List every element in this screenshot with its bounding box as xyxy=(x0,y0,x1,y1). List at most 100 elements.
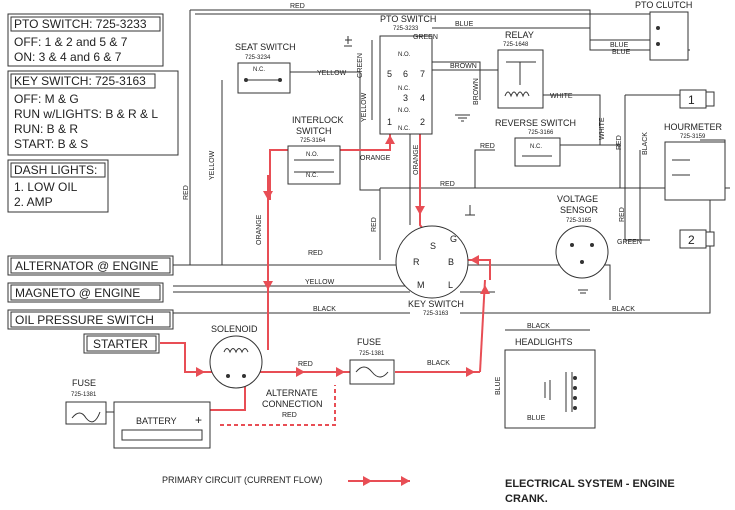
key-info-title: KEY SWITCH: 725-3163 xyxy=(14,74,146,88)
wire-label-green: GREEN xyxy=(413,34,438,41)
dash-info-line: 2. AMP xyxy=(14,195,53,209)
dash-info-title: DASH LIGHTS: xyxy=(14,163,97,177)
key-switch-title: KEY SWITCH xyxy=(408,299,464,309)
wire-label-red: RED xyxy=(308,250,323,257)
voltage-title: VOLTAGE xyxy=(557,194,598,204)
dash-light-1: 1 xyxy=(679,89,715,109)
seat-switch: SEAT SWITCH 725-3234 N.C. xyxy=(235,42,296,94)
key-terminal: B xyxy=(448,257,454,267)
wire-label-blue: BLUE xyxy=(612,49,631,56)
dash-info-line: 1. LOW OIL xyxy=(14,180,78,194)
main-fuse: FUSE 725-1381 xyxy=(349,337,395,385)
starter-label: STARTER xyxy=(93,337,148,351)
key-info-line: OFF: M & G xyxy=(14,92,79,106)
wire-label-blue: BLUE xyxy=(610,42,629,49)
wire-label-green: GREEN xyxy=(617,239,642,246)
pto-terminal: 4 xyxy=(420,93,425,103)
relay-part: 725-1648 xyxy=(503,42,529,48)
pto-terminal: 2 xyxy=(420,117,425,127)
magneto-label: MAGNETO @ ENGINE xyxy=(15,286,140,300)
wire-label-white: WHITE xyxy=(550,93,573,100)
wire-label-red: RED xyxy=(298,361,313,368)
fuse-part: 725-1381 xyxy=(359,351,385,357)
pto-nc: N.C. xyxy=(398,126,410,132)
diagram-title: CRANK. xyxy=(505,493,548,505)
wire-label-red: RED xyxy=(290,3,305,10)
seat-switch-contact: N.C. xyxy=(253,67,265,73)
battery-plus: + xyxy=(195,413,202,427)
pto-terminal: 5 xyxy=(387,69,392,79)
pto-info-line: OFF: 1 & 2 and 5 & 7 xyxy=(14,35,128,49)
wire-label-yellow: YELLOW xyxy=(209,150,216,180)
wire-label-red: RED xyxy=(619,207,626,222)
wire-label-black: BLACK xyxy=(527,323,550,330)
interlock-title: INTERLOCK xyxy=(292,115,344,125)
wire-label-red: RED xyxy=(440,181,455,188)
wire-label-blue: BLUE xyxy=(527,415,546,422)
voltage-title: SENSOR xyxy=(560,205,599,215)
wire-label-black: BLACK xyxy=(612,306,635,313)
wire-label-orange: ORANGE xyxy=(360,155,391,162)
wire-label-brown: BROWN xyxy=(450,63,477,70)
solenoid: SOLENOID xyxy=(209,324,263,389)
wire-label-black: BLACK xyxy=(313,306,336,313)
oil-pressure-label: OIL PRESSURE SWITCH xyxy=(15,313,154,327)
wire-label-black: BLACK xyxy=(427,360,450,367)
wire-label-white: WHITE xyxy=(599,117,606,140)
battery-title: BATTERY xyxy=(136,416,177,426)
reverse-contact: N.C. xyxy=(530,144,542,150)
key-switch: S G R B M L KEY SWITCH 725-3163 xyxy=(395,225,469,317)
pto-no: N.O. xyxy=(398,108,411,114)
key-info-line: RUN w/LIGHTS: B & R & L xyxy=(14,107,158,121)
pto-no: N.O. xyxy=(398,52,411,58)
pto-clutch-title: PTO CLUTCH xyxy=(635,0,692,10)
relay: RELAY 725-1648 xyxy=(497,30,544,109)
wire-label-orange: ORANGE xyxy=(256,214,263,245)
headlights-title: HEADLIGHTS xyxy=(515,337,573,347)
voltage-sensor: VOLTAGE SENSOR 725-3165 xyxy=(555,194,609,279)
dash-info-box: DASH LIGHTS: 1. LOW OIL 2. AMP xyxy=(7,159,109,213)
interlock-title: SWITCH xyxy=(296,126,332,136)
wire-label-red: RED xyxy=(371,217,378,232)
wire-label-blue: BLUE xyxy=(495,376,502,395)
legend-text: PRIMARY CIRCUIT (CURRENT FLOW) xyxy=(162,475,322,485)
alternator-label: ALTERNATOR @ ENGINE xyxy=(15,259,159,273)
headlights: HEADLIGHTS xyxy=(504,337,596,429)
pto-info-line: ON: 3 & 4 and 6 & 7 xyxy=(14,50,122,64)
pto-terminal: 7 xyxy=(420,69,425,79)
seat-switch-part: 725-3234 xyxy=(245,55,271,61)
interlock-no: N.O. xyxy=(306,152,319,158)
wire-label-red: RED xyxy=(183,185,190,200)
dash-light-number: 2 xyxy=(688,233,695,247)
pto-switch-title: PTO SWITCH xyxy=(380,14,436,24)
wire-label-blue: BLUE xyxy=(455,21,474,28)
seat-switch-title: SEAT SWITCH xyxy=(235,42,296,52)
alternate-connection: ALTERNATE CONNECTION RED xyxy=(262,388,323,419)
pto-terminal: 6 xyxy=(403,69,408,79)
alternate-wire: RED xyxy=(282,412,297,419)
key-terminal: R xyxy=(413,257,420,267)
wire-label-green: GREEN xyxy=(357,53,364,78)
relay-title: RELAY xyxy=(505,30,534,40)
pto-switch: PTO SWITCH 725-3233 N.O. N.C. N.O. N.C. … xyxy=(379,14,436,135)
interlock-nc: N.C. xyxy=(306,173,318,179)
diagram-title: ELECTRICAL SYSTEM - ENGINE xyxy=(505,478,675,490)
dash-light-number: 1 xyxy=(688,93,695,107)
pto-terminal: 3 xyxy=(403,93,408,103)
wire-label-red: RED xyxy=(480,143,495,150)
key-info-box: KEY SWITCH: 725-3163 OFF: M & G RUN w/LI… xyxy=(7,70,179,156)
battery: BATTERY + xyxy=(113,401,211,449)
interlock-switch: INTERLOCK SWITCH 725-3164 N.O. N.C. xyxy=(287,115,344,185)
reverse-title: REVERSE SWITCH xyxy=(495,118,576,128)
pto-info-box: PTO SWITCH: 725-3233 OFF: 1 & 2 and 5 & … xyxy=(7,13,164,67)
reverse-switch: REVERSE SWITCH 725-3166 N.C. xyxy=(495,118,576,167)
wire-label-yellow: YELLOW xyxy=(317,70,347,77)
key-terminal: L xyxy=(448,280,453,290)
fuse-title: FUSE xyxy=(357,337,381,347)
key-terminal: G xyxy=(450,234,457,244)
key-terminal: M xyxy=(417,280,425,290)
engine-boxes: ALTERNATOR @ ENGINE MAGNETO @ ENGINE OIL… xyxy=(7,255,174,354)
left-fuse-title: FUSE xyxy=(72,378,96,388)
left-fuse-part: 725-1381 xyxy=(71,392,97,398)
reverse-part: 725-3166 xyxy=(528,130,554,136)
